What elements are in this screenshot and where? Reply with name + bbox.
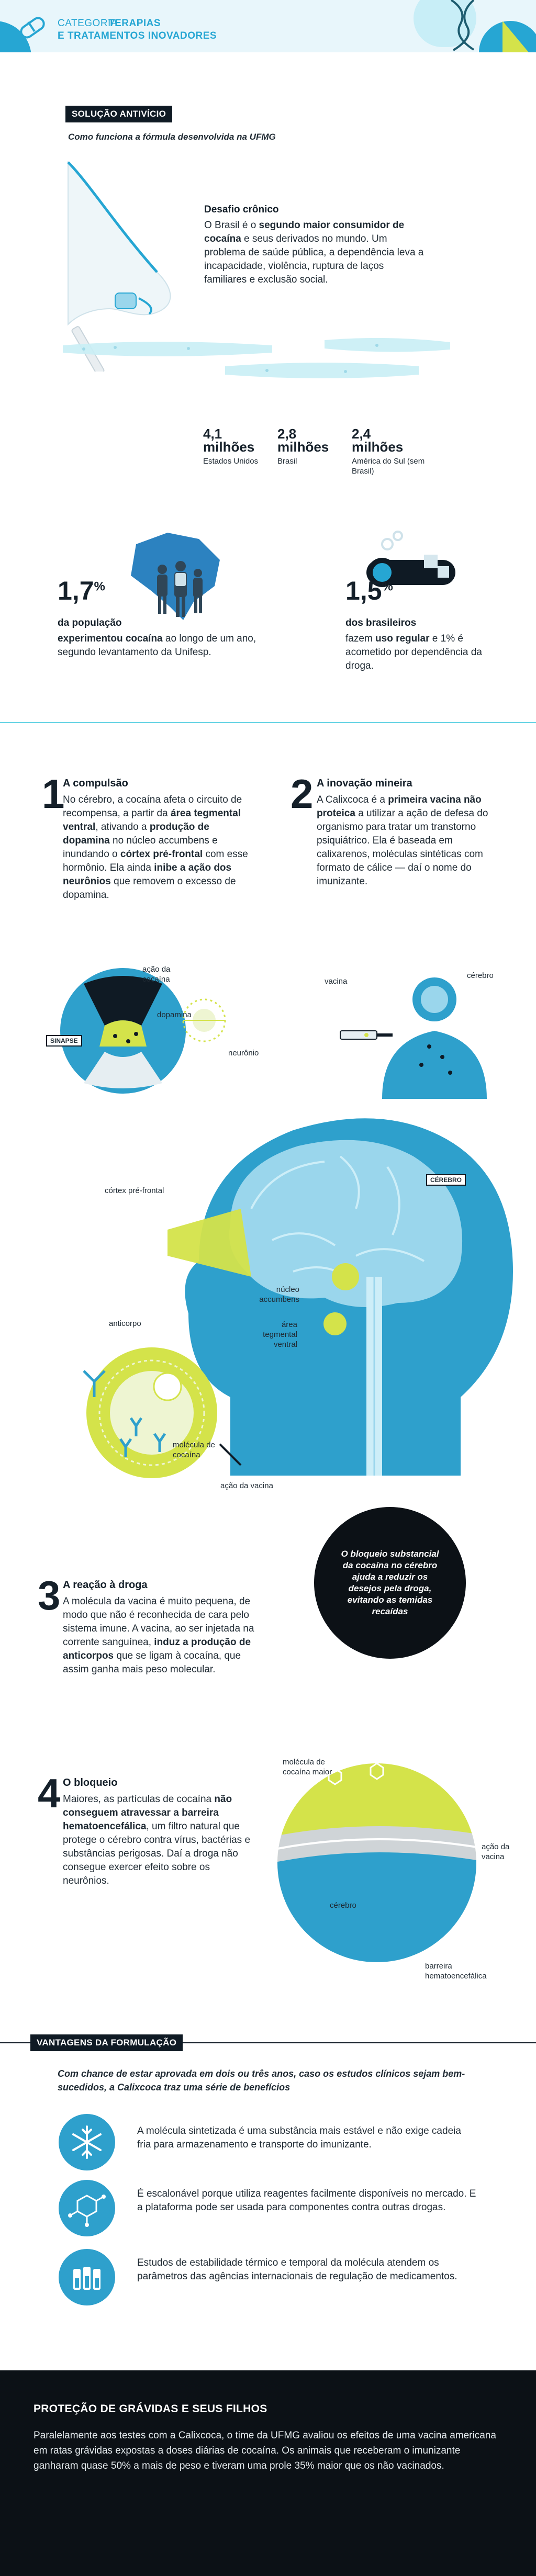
advantage-2-circle xyxy=(59,2180,115,2236)
advantage-2-text: É escalonável porque utiliza reagentes f… xyxy=(137,2188,476,2213)
step-4-title: O bloqueio xyxy=(63,1777,118,1788)
percent-right-desc: fazem uso regular e 1% é acometido por d… xyxy=(345,633,482,671)
advantages-rule xyxy=(0,2042,536,2043)
section-tag-solucao: SOLUÇÃO ANTIVÍCIO xyxy=(65,106,173,122)
label-cortex: córtex pré-frontal xyxy=(105,1186,164,1195)
drug-illustration xyxy=(366,531,455,587)
stat-value-america: 2,4 xyxy=(352,426,371,442)
step-2-text: A Calixcoca é a primeira vacina não prot… xyxy=(317,794,488,887)
stat-unit-america: milhões xyxy=(352,439,404,455)
cocaine-lines-illustration xyxy=(63,338,450,378)
category-name: TERAPIAS xyxy=(108,18,161,29)
section-tag-vantagens: VANTAGENS DA FORMULAÇÃO xyxy=(30,2034,183,2051)
stat-unit-brasil: milhões xyxy=(277,439,329,455)
section-divider xyxy=(0,722,536,723)
label-acao-cocaina: ação da cocaína xyxy=(142,965,171,984)
advantages-intro: Com chance de estar aprovada em dois ou … xyxy=(58,2068,465,2093)
advantage-1-text: A molécula sintetizada é uma substância … xyxy=(137,2125,461,2150)
label-barreira: barreira hematoencefálica xyxy=(425,1962,487,1981)
synapse-tag: SINAPSE xyxy=(46,1035,82,1047)
percent-left-label: da população xyxy=(58,617,122,628)
synapse-illustration xyxy=(60,968,226,1094)
pill-icon xyxy=(20,17,45,39)
snowflake-icon xyxy=(72,2125,102,2159)
step-2-number: 2 xyxy=(291,771,314,817)
category-label: CATEGORIA xyxy=(58,18,118,29)
category-header xyxy=(0,0,536,52)
label-cerebro: cérebro xyxy=(467,971,494,980)
advantage-1-circle xyxy=(59,2114,115,2170)
step-4-number: 4 xyxy=(38,1770,61,1816)
percent-right-value: 1,5% xyxy=(345,576,393,605)
stat-label-usa: Estados Unidos xyxy=(203,457,259,466)
antibody-illustration xyxy=(83,1347,242,1478)
label-molecula-cocaina: molécula de cocaína xyxy=(173,1441,215,1459)
step-1-number: 1 xyxy=(42,771,65,817)
brain-head-illustration xyxy=(168,1118,513,1476)
percent-right-label: dos brasileiros xyxy=(345,617,417,628)
step-3-text: A molécula da vacina é muito pequena, de… xyxy=(63,1596,254,1675)
advantage-3-circle xyxy=(59,2249,115,2305)
molecule-icon xyxy=(68,2195,106,2227)
solution-subtitle: Como funciona a fórmula desenvolvida na … xyxy=(68,132,276,142)
header-decoration xyxy=(0,0,536,52)
label-nucleo: núcleo accumbens xyxy=(259,1285,299,1304)
advantage-3-text: Estudos de estabilidade térmico e tempor… xyxy=(137,2257,457,2282)
footer-text: Paralelamente aos testes com a Calixcoca… xyxy=(34,2430,496,2471)
label-cerebro-2: cérebro xyxy=(330,1901,356,1910)
quote-text: O bloqueio substancial da cocaína no cér… xyxy=(341,1549,439,1616)
challenge-title: Desafio crônico xyxy=(204,204,279,215)
label-neuronio: neurônio xyxy=(228,1049,259,1058)
vaccine-head-illustration xyxy=(340,977,487,1099)
label-vacina: vacina xyxy=(325,977,348,986)
step-3-title: A reação à droga xyxy=(63,1579,148,1591)
label-acao-vacina: ação da vacina xyxy=(220,1481,273,1490)
footer-section xyxy=(0,2370,536,2576)
stat-label-brasil: Brasil xyxy=(277,457,297,466)
step-1-text: No cérebro, a cocaína afeta o circuito d… xyxy=(63,794,248,901)
step-3-number: 3 xyxy=(38,1572,61,1618)
label-acao-vacina-2: ação da vacina xyxy=(482,1842,510,1861)
label-anticorpo: anticorpo xyxy=(109,1319,141,1328)
stat-unit-usa: milhões xyxy=(203,439,255,455)
challenge-text: O Brasil é o segundo maior consumidor de… xyxy=(204,220,424,285)
label-area: área tegmental ventral xyxy=(263,1320,297,1349)
label-dopamina: dopamina xyxy=(157,1010,192,1019)
percent-left-desc: experimentou cocaína ao longo de um ano,… xyxy=(58,633,256,658)
stat-label-america: América do Sul (sem Brasil) xyxy=(352,457,425,476)
label-molecula-maior: molécula de cocaína maior xyxy=(283,1758,332,1776)
step-4-text: Maiores, as partículas de cocaína não co… xyxy=(63,1794,251,1886)
quote-circle: O bloqueio substancial da cocaína no cér… xyxy=(314,1507,466,1659)
category-name-2: E TRATAMENTOS INOVADORES xyxy=(58,30,217,41)
step-1-title: A compulsão xyxy=(63,778,128,789)
brain-tag: CÉREBRO xyxy=(426,1174,466,1186)
step-2-title: A inovação mineira xyxy=(317,778,412,789)
nose-illustration xyxy=(67,161,171,372)
vials-icon xyxy=(73,2267,100,2290)
stat-value-brasil: 2,8 xyxy=(277,426,297,442)
brazil-map-people-illustration xyxy=(131,533,220,620)
barrier-illustration xyxy=(277,1762,476,1962)
footer-title: PROTEÇÃO DE GRÁVIDAS E SEUS FILHOS xyxy=(34,2403,267,2415)
percent-left-value: 1,7% xyxy=(58,576,105,605)
stat-value-usa: 4,1 xyxy=(203,426,222,442)
